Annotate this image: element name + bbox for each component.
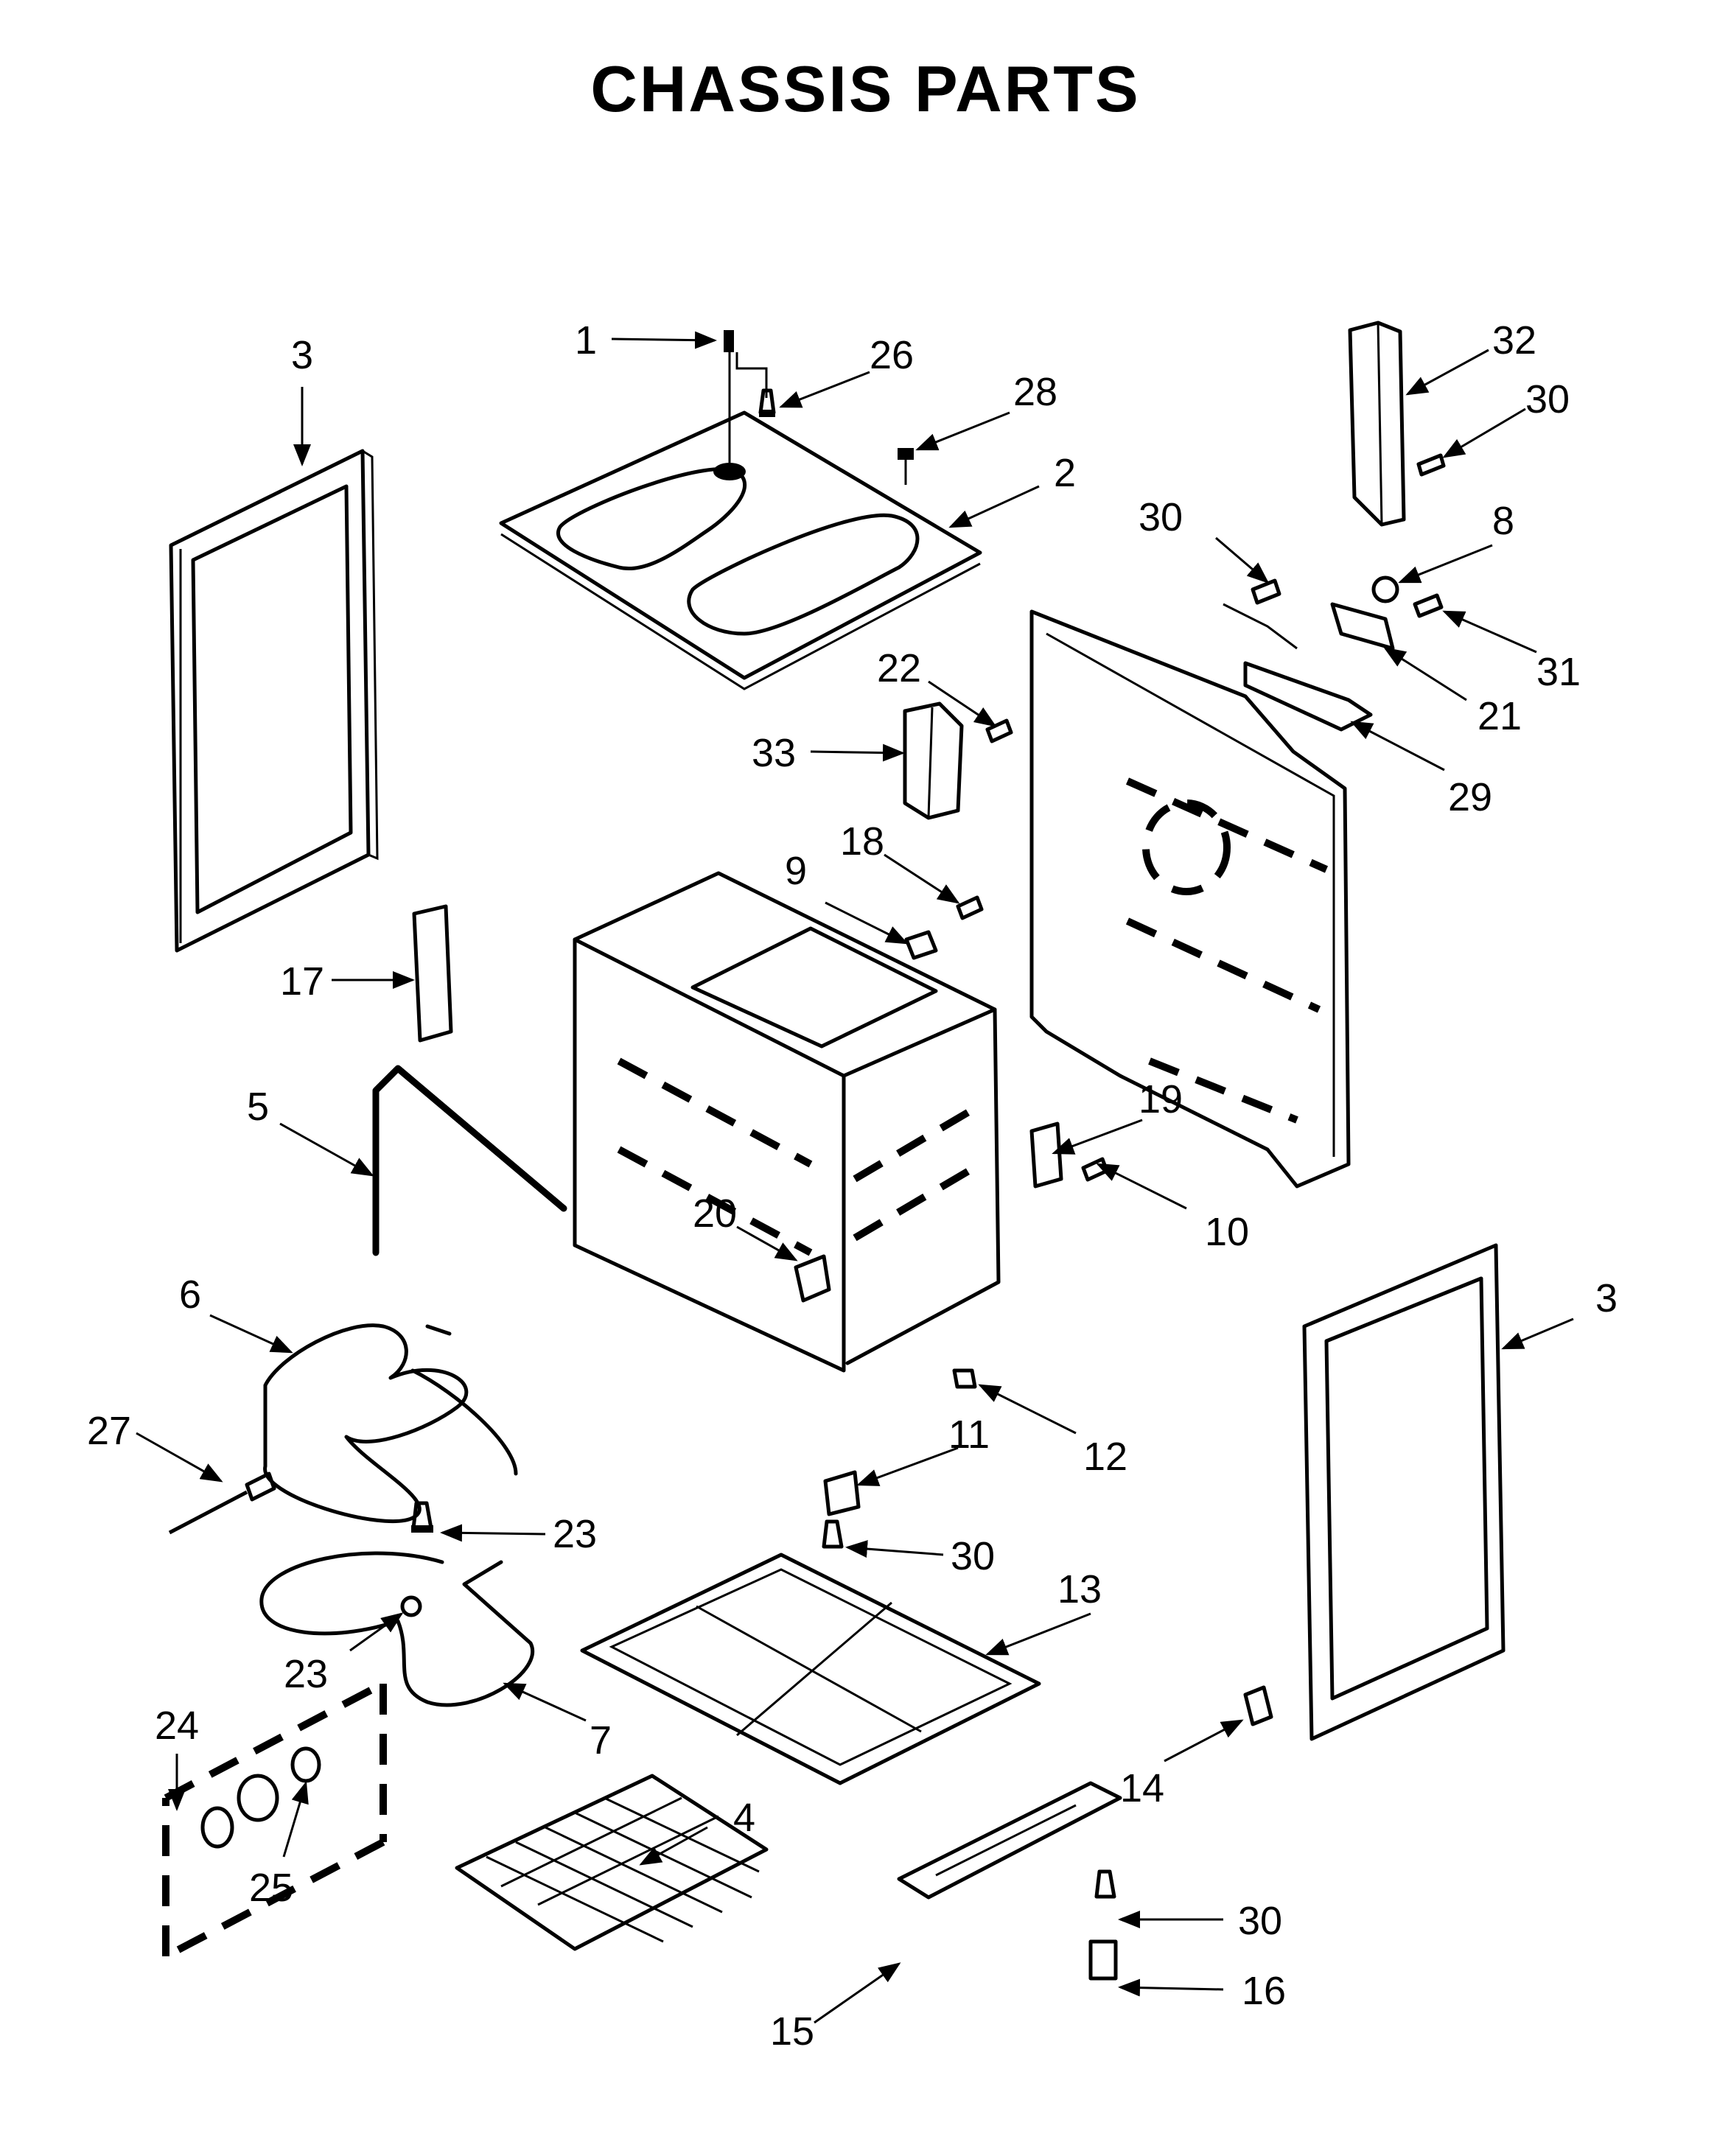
screw-30-top (1416, 453, 1446, 477)
callout-6: 6 (179, 1273, 201, 1317)
callout-5: 5 (247, 1085, 269, 1129)
callout-17: 17 (280, 959, 324, 1004)
callout-21: 21 (1478, 694, 1522, 738)
callout-3-right: 3 (1595, 1276, 1618, 1320)
screw-26 (758, 388, 776, 417)
callout-31: 31 (1536, 650, 1581, 694)
callout-12: 12 (1083, 1435, 1127, 1479)
temperature-sensor (168, 1471, 276, 1535)
screw-28 (898, 448, 914, 485)
callout-1: 1 (575, 318, 597, 363)
left-side-panel (169, 449, 379, 953)
callout-14: 14 (1120, 1766, 1164, 1810)
knob-assembly-group (162, 1680, 387, 1960)
oven-door-gasket (372, 1065, 567, 1256)
callout-2: 2 (1054, 451, 1076, 495)
callout-13: 13 (1057, 1567, 1102, 1611)
callout-15: 15 (770, 2009, 814, 2054)
screw-22 (985, 718, 1013, 743)
callout-30-upper-right: 30 (1525, 377, 1570, 421)
callout-30-lower: 30 (951, 1534, 995, 1578)
callout-26: 26 (870, 333, 914, 377)
callout-22: 22 (877, 646, 921, 690)
bracket-19 (1029, 1121, 1063, 1189)
callout-19: 19 (1139, 1077, 1183, 1121)
callout-30-mid: 30 (1139, 495, 1183, 539)
callout-27: 27 (87, 1409, 131, 1453)
leader-arrows (136, 331, 1574, 2024)
screw-30-mid (1251, 578, 1281, 605)
callout-7: 7 (590, 1718, 612, 1763)
screw-31 (1413, 593, 1444, 618)
callout-30-bottom: 30 (1238, 1899, 1282, 1943)
cooktop-top-plate (499, 410, 982, 690)
terminal-block (1330, 602, 1395, 651)
terminal-block-bracket (1223, 603, 1373, 732)
callout-3-left: 3 (291, 333, 313, 377)
surface-stud (724, 330, 768, 463)
callout-16: 16 (1242, 1969, 1286, 2013)
junction-cover-33 (903, 701, 964, 820)
vertical-bracket (1348, 321, 1406, 527)
callout-24: 24 (155, 1704, 199, 1748)
callout-4: 4 (733, 1796, 755, 1840)
callout-18: 18 (840, 819, 884, 864)
broil-element (263, 1323, 518, 1523)
screw-30-lower (822, 1519, 844, 1549)
callout-10: 10 (1205, 1210, 1249, 1254)
callout-23-upper: 23 (553, 1512, 597, 1556)
screw-30-bottom (1094, 1869, 1116, 1899)
leveling-rail (897, 1781, 1122, 1900)
oven-rack (455, 1774, 769, 1951)
leveling-leg (1088, 1939, 1118, 1981)
callout-labels: 1 26 28 2 3 32 30 30 8 31 21 29 22 33 18… (87, 318, 1618, 2054)
oven-bottom-panel (580, 1553, 1041, 1785)
callout-8: 8 (1492, 499, 1514, 543)
page-title: CHASSIS PARTS (590, 52, 1141, 125)
oven-cavity (573, 871, 1001, 1373)
screw-18 (956, 895, 984, 920)
rear-back-panel (1029, 609, 1351, 1189)
bracket-9 (904, 930, 938, 960)
screw-10 (1081, 1157, 1109, 1182)
clip-14 (1243, 1685, 1273, 1726)
screw-23-upper (411, 1501, 433, 1533)
callout-32: 32 (1492, 318, 1536, 363)
right-side-panel (1302, 1243, 1506, 1741)
latch-20 (794, 1254, 831, 1303)
callout-23-lower: 23 (284, 1652, 328, 1696)
callout-33: 33 (752, 731, 796, 775)
callout-25: 25 (249, 1866, 293, 1910)
hinge-receptacle (412, 904, 453, 1043)
screw-23-lower (400, 1595, 422, 1617)
switch-11 (823, 1470, 861, 1516)
callout-20: 20 (693, 1191, 737, 1236)
nut-8 (1371, 575, 1399, 603)
screw-12 (952, 1368, 977, 1389)
callout-29: 29 (1448, 775, 1492, 819)
callout-9: 9 (785, 849, 807, 893)
callout-28: 28 (1013, 370, 1057, 414)
callout-11: 11 (948, 1413, 990, 1457)
